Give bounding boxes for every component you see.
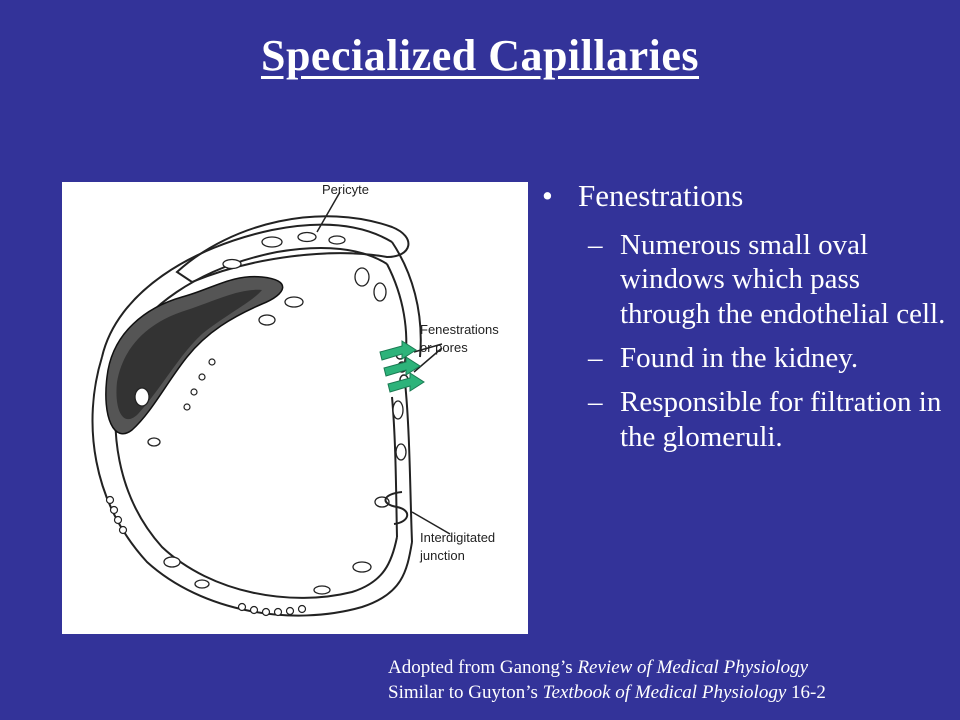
nucleus xyxy=(105,275,284,435)
citation-line-1: Adopted from Ganong’s Review of Medical … xyxy=(388,656,958,681)
citation-suffix-2: 16-2 xyxy=(786,681,826,703)
citation-prefix-1: Adopted from Ganong’s xyxy=(388,657,578,678)
citation: Adopted from Ganong’s Review of Medical … xyxy=(388,656,958,705)
citation-title-2: Textbook of Medical Physiology xyxy=(542,681,787,703)
label-or-pores: or pores xyxy=(420,340,468,355)
citation-prefix-2: Similar to Guyton’s xyxy=(388,681,543,703)
filtration-arrows xyxy=(379,340,425,393)
sub-bullet-marker: – xyxy=(588,228,603,261)
sub-bullet-item: – Responsible for filtration in the glom… xyxy=(538,385,948,455)
bullet-marker: • xyxy=(542,178,553,213)
capillary-diagram: Pericyte Fenestrations or pores Interdig… xyxy=(62,182,528,634)
sub-bullet-list: – Numerous small oval windows which pass… xyxy=(538,228,948,455)
sub-bullet-text: Found in the kidney. xyxy=(620,342,859,375)
bullet-content: • Fenestrations – Numerous small oval wi… xyxy=(538,178,948,463)
label-interdigitated: Interdigitated xyxy=(420,530,495,545)
sub-bullet-text: Numerous small oval windows which pass t… xyxy=(620,228,946,331)
label-fenestrations: Fenestrations xyxy=(420,322,499,337)
sub-bullet-item: – Numerous small oval windows which pass… xyxy=(538,228,948,332)
citation-line-2: Similar to Guyton’s Textbook of Medical … xyxy=(388,681,958,706)
slide-title: Specialized Capillaries xyxy=(260,31,700,80)
bullet-text: Fenestrations xyxy=(578,178,744,213)
organelles xyxy=(134,231,407,595)
label-pericyte: Pericyte xyxy=(322,182,369,197)
sub-bullet-marker: – xyxy=(588,385,603,418)
sub-bullet-item: – Found in the kidney. xyxy=(538,341,948,376)
leader-lines xyxy=(316,191,451,535)
citation-title-1: Review of Medical Physiology xyxy=(577,657,809,678)
vesicles xyxy=(105,358,307,617)
pericyte-shell xyxy=(175,215,410,284)
sub-bullet-text: Responsible for filtration in the glomer… xyxy=(620,385,942,453)
bullet-fenestrations: • Fenestrations xyxy=(538,178,948,214)
interdigitated-junction xyxy=(384,491,409,525)
sub-bullet-marker: – xyxy=(588,342,603,375)
label-junction: junction xyxy=(419,548,465,563)
